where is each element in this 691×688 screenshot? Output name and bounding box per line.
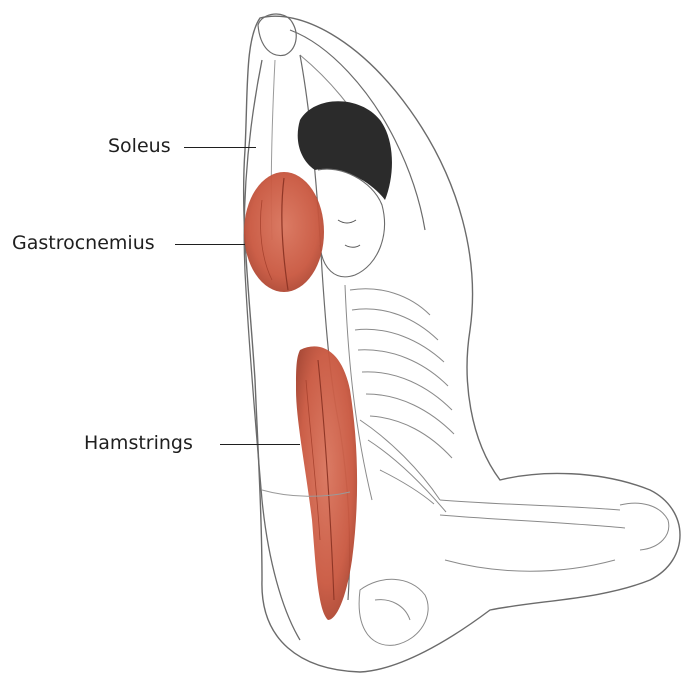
hamstrings-leader-line [220,444,300,445]
hair [298,101,392,200]
soleus-label: Soleus [108,137,171,156]
arm-bones [360,420,446,512]
hamstrings-muscle [296,346,357,620]
gastrocnemius-leader-line [175,244,245,245]
hamstrings-label: Hamstrings [84,434,193,453]
leg-bones [440,500,669,571]
pelvis [359,579,428,645]
ribcage [345,285,454,500]
gastrocnemius-muscle [244,172,324,292]
hands-outline [258,14,296,55]
gastrocnemius-label: Gastrocnemius [12,234,155,253]
soleus-leader-line [184,147,256,148]
